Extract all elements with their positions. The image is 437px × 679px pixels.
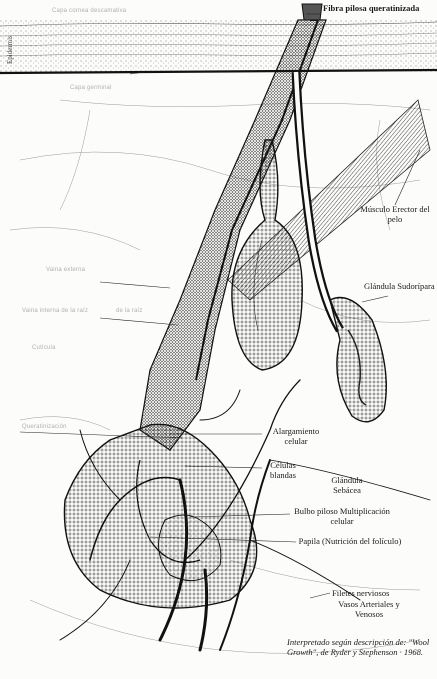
credit-line3: Ryder y Stephenson · 1968. bbox=[331, 647, 423, 657]
label-papila: Papila (Nutrición del folículo) bbox=[294, 537, 406, 547]
epidermis-band bbox=[0, 20, 437, 73]
label-papila-line1: Papila bbox=[299, 536, 320, 546]
label-capa-germinal: Capa germinal bbox=[70, 85, 112, 92]
label-fibra-pilosa-line2: queratinizada bbox=[369, 3, 420, 13]
label-bulbo-piloso: Bulbo piloso Multiplicación celular bbox=[288, 507, 396, 526]
credit-line1: Interpretado según descripción bbox=[287, 637, 393, 647]
label-musculo-line2: Erector bbox=[392, 204, 417, 214]
label-vaina-externa: Vaina externa bbox=[46, 267, 85, 274]
label-vaina-interna-line1: Vaina interna de la raíz bbox=[22, 308, 88, 314]
label-fibra-pilosa-line1: Fibra pilosa bbox=[323, 3, 367, 13]
label-vasos-line2: Arteriales bbox=[360, 599, 394, 609]
label-queratinizacion: Queratinización bbox=[22, 424, 67, 431]
label-celulas-line1: Células bbox=[270, 460, 296, 470]
label-musculo-line1: Músculo bbox=[360, 204, 390, 214]
label-fibra-pilosa: Fibra pilosa queratinizada bbox=[323, 4, 419, 14]
label-sudoripara-line1: Glándula bbox=[364, 281, 395, 291]
label-capa-cornea: Capa cornea descamativa bbox=[52, 8, 126, 15]
label-sebacea-line1: Glándula bbox=[331, 475, 362, 485]
label-papila-line2: (Nutrición del folículo) bbox=[322, 536, 401, 546]
label-alargamiento-line1: Alargamiento bbox=[273, 426, 320, 436]
label-vasos-line1: Vasos bbox=[338, 599, 358, 609]
label-celulas-blandas: Células blandas bbox=[262, 461, 304, 480]
label-alargamiento-line2: celular bbox=[284, 436, 307, 446]
label-musculo-erector: Músculo Erector del pelo bbox=[360, 205, 430, 224]
label-alargamiento: Alargamiento celular bbox=[262, 427, 330, 446]
label-filetes-nerviosos: Filetes nerviosos bbox=[332, 589, 389, 599]
label-bulbo-line2: Multiplicación celular bbox=[330, 506, 389, 526]
sweat-gland bbox=[296, 72, 386, 422]
label-vaina-interna-line2: de la raíz bbox=[90, 308, 143, 314]
credit-note: Interpretado según descripción de: "Wool… bbox=[287, 638, 437, 657]
label-bulbo-line1: Bulbo piloso bbox=[294, 506, 338, 516]
label-sebacea-line2: Sebácea bbox=[333, 485, 361, 495]
hair-shaft bbox=[302, 4, 322, 20]
label-celulas-line2: blandas bbox=[270, 470, 296, 480]
label-glandula-sebacea: Glándula Sebácea bbox=[320, 476, 374, 495]
label-vaina-interna: Vaina interna de la raíz de la raíz bbox=[22, 308, 143, 315]
label-vasos: Vasos Arteriales y Venosos bbox=[336, 600, 402, 619]
label-epidermis: Epidermis bbox=[6, 35, 14, 64]
label-glandula-sudoripara: Glándula Sudorípara bbox=[364, 282, 435, 292]
label-sudoripara-line2: Sudorípara bbox=[397, 281, 434, 291]
label-cuticula: Cutícula bbox=[32, 345, 56, 352]
